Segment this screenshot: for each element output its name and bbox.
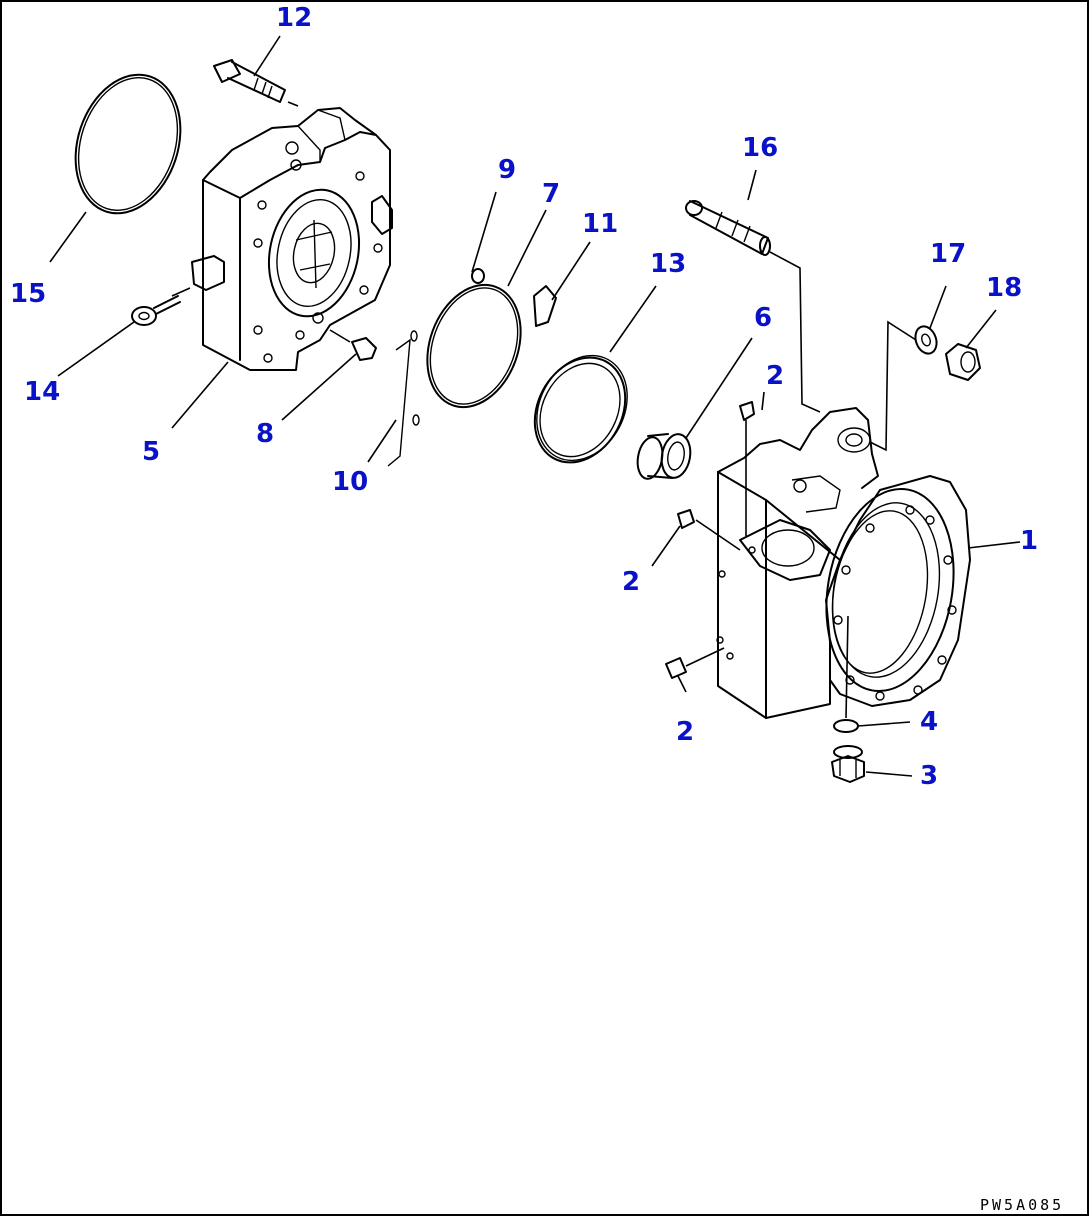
callout-4: 4 [920,707,938,737]
callouts: 1 2 2 2 3 4 5 6 7 8 9 10 11 12 13 14 15 … [10,3,1038,791]
part-2-plug-mid [677,509,695,529]
leader-lines [49,35,1021,777]
callout-1: 1 [1020,526,1038,556]
callout-12: 12 [276,3,312,33]
callout-15: 15 [10,279,46,309]
part-2-plug-bottom [665,657,687,679]
part-5-cover [191,107,393,371]
part-10-gasket [387,330,420,467]
callout-13: 13 [650,249,686,279]
part-16-shaft [685,200,771,256]
callout-18: 18 [986,273,1022,303]
drawing-code: PW5A085 [980,1196,1064,1214]
part-13-seal-ring [533,354,628,464]
part-12-bolt [213,59,286,103]
part-11-seal [533,285,557,327]
callout-3: 3 [920,761,938,791]
part-18-nut [945,343,981,381]
callout-2-top: 2 [766,361,784,391]
callout-17: 17 [930,239,966,269]
callout-11: 11 [582,209,618,239]
callout-6: 6 [754,303,772,333]
callout-2-bottom: 2 [676,717,694,747]
part-8-pin [351,337,377,361]
callout-7: 7 [542,179,560,209]
part-1-case [716,407,971,719]
part-15-o-ring [74,73,182,215]
part-2-plug-top [739,401,755,421]
part-3-drain-plug [831,745,865,783]
part-4-washer [833,719,859,733]
callout-14: 14 [24,377,60,407]
callout-10: 10 [332,467,368,497]
part-17-washer [914,325,938,355]
part-9-seal [471,268,485,284]
callout-9: 9 [498,155,516,185]
callout-5: 5 [142,437,160,467]
callout-8: 8 [256,419,274,449]
callout-16: 16 [742,133,778,163]
part-6-bushing [636,433,692,480]
part-7-o-ring [426,283,522,409]
callout-2-mid: 2 [622,567,640,597]
part-14-eye-bolt [131,295,181,326]
